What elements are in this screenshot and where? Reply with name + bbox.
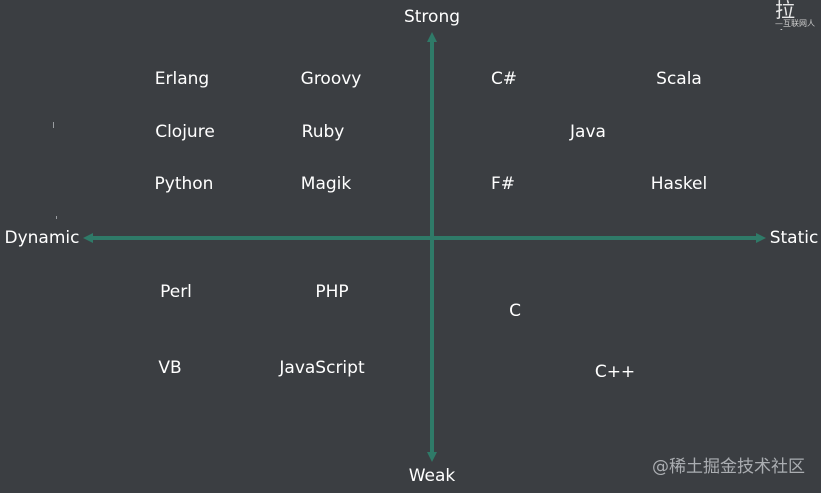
watermark: @稀土掘金技术社区 [652,457,805,477]
language-c: C [509,301,521,321]
brand-logo: 拉勾 —互联网人 [771,0,821,30]
language-java: Java [570,122,606,142]
language-ruby: Ruby [301,122,345,142]
language-perl: Perl [160,282,192,302]
language-php: PHP [315,282,349,302]
language-javascript: JavaScript [279,358,365,378]
top-arrowhead [427,32,437,42]
language-cpp: C++ [594,362,636,382]
language-python: Python [154,174,214,194]
language-erlang: Erlang [154,69,210,89]
speck-mark [56,216,57,219]
bottom-arrowhead [427,452,437,462]
language-scala: Scala [656,69,702,89]
language-clojure: Clojure [155,122,215,142]
axis-label-weak: Weak [408,466,456,486]
axis-label-strong: Strong [403,7,461,27]
language-magik: Magik [300,174,352,194]
axis-label-static: Static [769,228,819,248]
axis-label-dynamic: Dynamic [4,228,80,248]
language-vb: VB [158,358,182,378]
language-csharp: C# [490,69,518,89]
logo-subtitle: —互联网人 [775,19,815,28]
language-haskel: Haskel [650,174,708,194]
right-arrowhead [756,233,766,243]
language-groovy: Groovy [300,69,362,89]
left-arrowhead [83,233,93,243]
logo-glyph: 拉勾 [775,0,799,30]
language-fsharp: F# [490,174,516,194]
speck-mark [53,122,54,128]
